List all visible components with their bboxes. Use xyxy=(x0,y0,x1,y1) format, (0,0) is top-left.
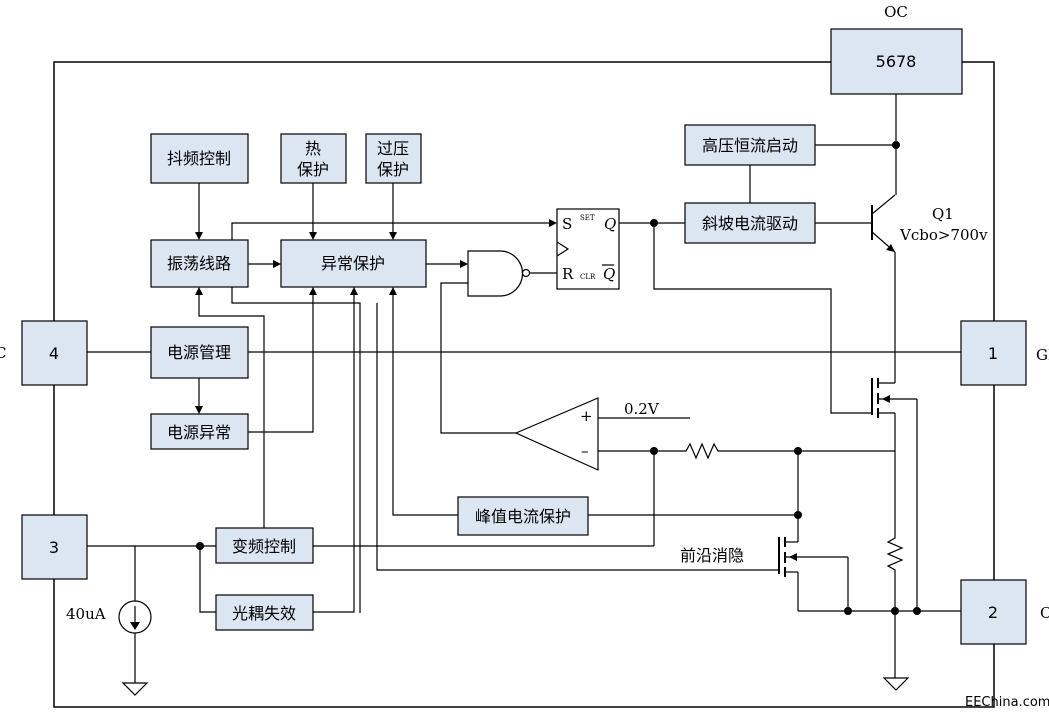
leb-label: 前沿消隐 xyxy=(680,546,744,565)
pin-3-label: 3 xyxy=(49,538,59,557)
power-mgmt-label: 电源管理 xyxy=(167,343,231,362)
block-hv-startup: 高压恒流启动 xyxy=(684,124,816,166)
block-thermal-protection: 热 保护 xyxy=(280,133,347,184)
pin-top-label: 5678 xyxy=(876,52,917,71)
peak-ocp-label: 峰值电流保护 xyxy=(475,507,571,526)
ground-symbol-left xyxy=(121,682,149,696)
block-peak-current-protection: 峰值电流保护 xyxy=(457,496,589,536)
oscillator-label: 振荡线路 xyxy=(167,254,231,273)
pin-4-name: C xyxy=(0,344,6,362)
watermark: EEChina.com xyxy=(965,695,1049,710)
ff-qbar-label: Q xyxy=(603,265,615,283)
bjt-q1: Q1 Vcbo>700v xyxy=(871,194,988,253)
block-dither-control: 抖频控制 xyxy=(150,133,249,184)
mosfet-main xyxy=(871,378,917,418)
vref-label: 0.2V xyxy=(624,400,660,418)
block-opto-fail: 光耦失效 xyxy=(215,594,314,631)
resistor-series xyxy=(670,442,737,460)
ovp-label-2: 保护 xyxy=(377,160,409,179)
fault-label: 异常保护 xyxy=(321,254,385,273)
pin-1: 1 GN xyxy=(960,320,1049,386)
pin-2-name: C xyxy=(1040,604,1049,622)
block-freq-control: 变频控制 xyxy=(215,527,314,564)
dither-label: 抖频控制 xyxy=(167,149,231,168)
sr-flipflop: S SET Q R CLR Q xyxy=(556,208,620,290)
thermal-label-1: 热 xyxy=(305,139,321,158)
ovp-label-1: 过压 xyxy=(377,139,409,158)
pin-top-5678: 5678 OC xyxy=(830,3,963,95)
pin-4-label: 4 xyxy=(49,344,59,363)
ff-clock-symbol xyxy=(556,241,570,257)
power-fault-label: 电源异常 xyxy=(167,423,231,442)
mosfet-leb xyxy=(778,537,848,577)
q1-label: Q1 xyxy=(932,205,954,223)
block-fault-protection: 异常保护 xyxy=(280,239,427,288)
pin-2: 2 C xyxy=(960,579,1049,645)
comp-plus-label: + xyxy=(580,407,593,425)
block-power-management: 电源管理 xyxy=(150,326,249,379)
pin-top-name: OC xyxy=(884,3,908,21)
pin-4: 4 C xyxy=(0,320,88,386)
thermal-label-2: 保护 xyxy=(297,160,329,179)
ff-q-label: Q xyxy=(604,215,616,233)
comparator: + – xyxy=(514,397,599,471)
pin-3: 3 xyxy=(21,514,88,580)
ff-set-label: SET xyxy=(580,214,595,222)
wiring xyxy=(87,94,961,683)
freq-ctrl-label: 变频控制 xyxy=(232,537,296,556)
ff-r-label: R xyxy=(562,265,574,283)
current-source-label: 40uA xyxy=(66,605,106,623)
pin-1-name: GN xyxy=(1036,346,1049,364)
ground-symbol-right xyxy=(882,677,910,691)
ramp-drive-label: 斜坡电流驱动 xyxy=(702,214,798,233)
block-oscillator: 振荡线路 xyxy=(150,239,249,288)
comp-minus-label: – xyxy=(581,442,589,460)
block-power-fault: 电源异常 xyxy=(150,413,249,450)
vcbo-label: Vcbo>700v xyxy=(899,226,988,244)
junction-dots xyxy=(196,141,921,615)
pin-2-label: 2 xyxy=(988,603,998,622)
pin-1-label: 1 xyxy=(988,344,998,363)
hv-start-label: 高压恒流启动 xyxy=(702,136,798,155)
nand-gate xyxy=(467,250,531,297)
current-source-40ua xyxy=(118,600,152,634)
resistor-sense xyxy=(886,525,904,582)
opto-fail-label: 光耦失效 xyxy=(232,604,296,623)
block-ramp-drive: 斜坡电流驱动 xyxy=(684,202,816,244)
block-ovp: 过压 保护 xyxy=(365,133,422,184)
ff-clr-label: CLR xyxy=(580,273,596,281)
ff-s-label: S xyxy=(562,215,572,233)
